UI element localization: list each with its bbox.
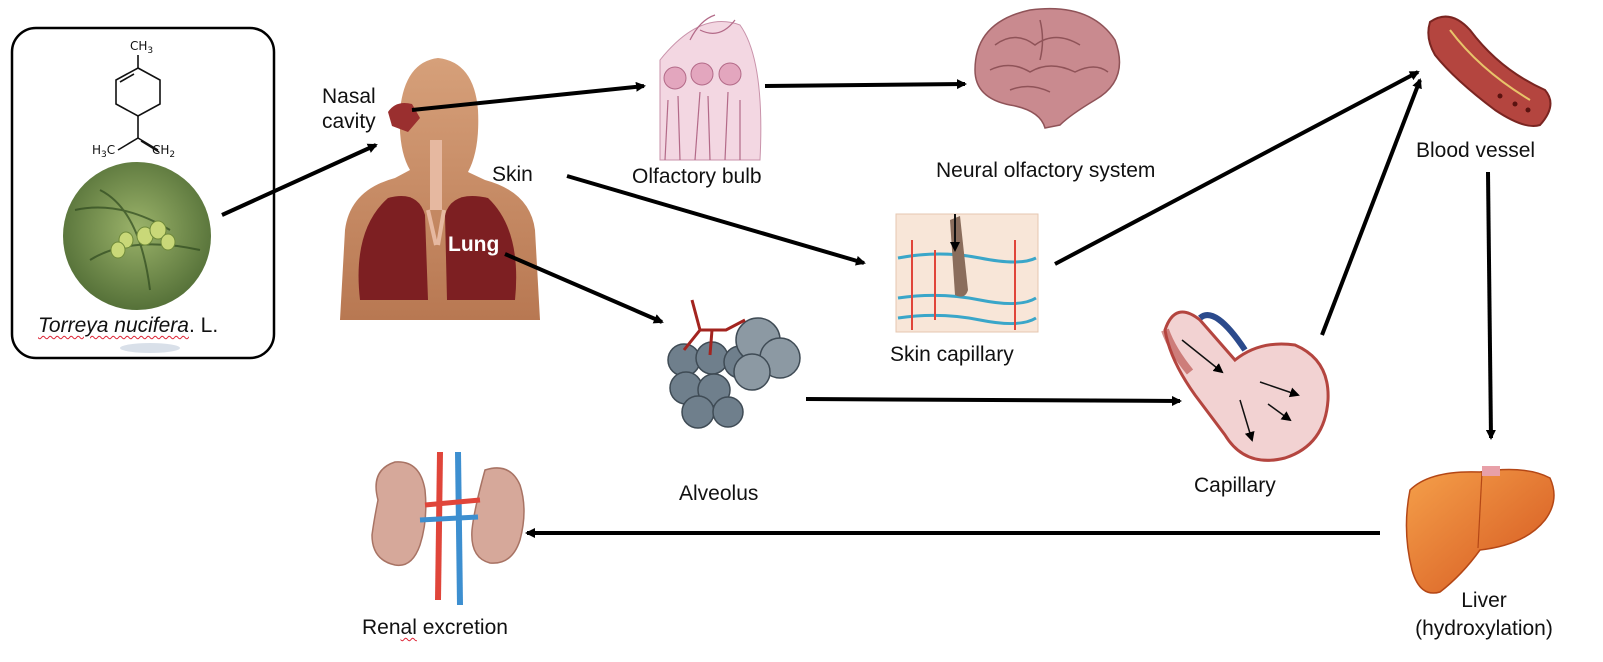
arrow-alveolus-to-capillary — [806, 399, 1180, 401]
renal-excretion-part3: excretion — [417, 616, 508, 639]
neural-olfactory-system-label: Neural olfactory system — [936, 159, 1155, 183]
renal-excretion-part2: al — [401, 616, 417, 639]
lung-label: Lung — [448, 233, 499, 257]
alveolus-illustration — [668, 300, 800, 428]
skin-capillary-label: Skin capillary — [890, 343, 1014, 367]
olfactory-bulb-illustration — [660, 15, 761, 160]
skin-label: Skin — [492, 163, 533, 187]
blood-vessel-illustration — [1428, 17, 1550, 126]
liver-label: Liver (hydroxylation) — [1404, 587, 1564, 643]
arrow-blood-vessel-to-liver — [1488, 172, 1491, 438]
species-label: Torreya nucifera. L. — [38, 314, 218, 338]
alveolus-label: Alveolus — [679, 482, 758, 506]
renal-excretion-part1: Ren — [362, 616, 401, 639]
nasal-cavity-label: Nasal cavity — [322, 84, 376, 134]
capillary-label: Capillary — [1194, 474, 1276, 498]
photo-shadow — [120, 343, 180, 353]
torreya-photo — [63, 162, 211, 310]
species-name: Torreya nucifera — [38, 314, 189, 337]
arrow-skin-to-skin-capillary — [567, 176, 864, 263]
species-suffix: . L. — [189, 314, 218, 337]
skin-capillary-illustration — [896, 214, 1038, 332]
arrow-capillary-to-blood-vessel — [1322, 80, 1420, 335]
kidneys-illustration — [372, 452, 524, 605]
blood-vessel-label: Blood vessel — [1416, 139, 1535, 163]
capillary-illustration — [1165, 312, 1328, 460]
arrow-olfactory-to-brain — [765, 84, 965, 86]
olfactory-bulb-label: Olfactory bulb — [632, 165, 762, 189]
renal-excretion-label: Renal excretion — [362, 616, 508, 640]
liver-illustration — [1406, 466, 1554, 593]
brain-illustration — [975, 9, 1120, 128]
